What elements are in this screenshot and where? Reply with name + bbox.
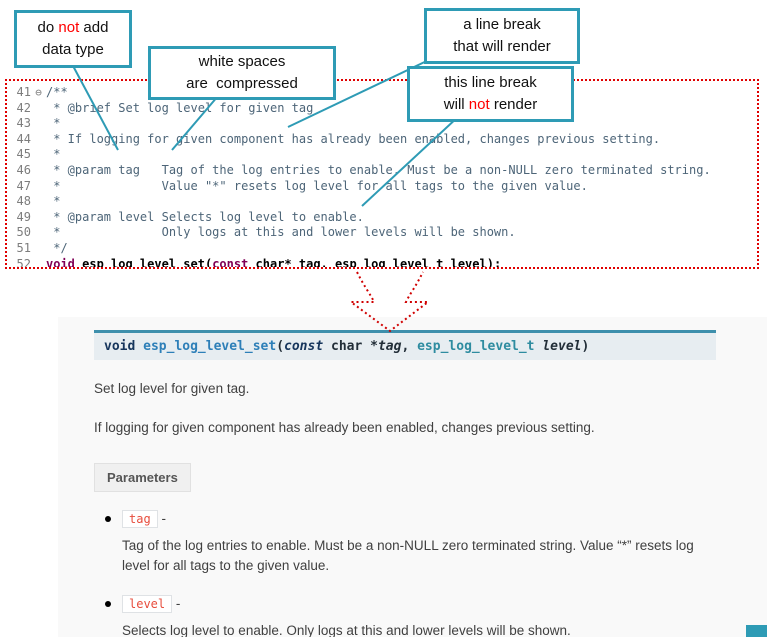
code-line: 45 *: [11, 147, 757, 163]
callout-line: data type: [42, 41, 104, 58]
line-number: 48: [16, 194, 31, 209]
fold-gutter: [31, 101, 46, 117]
code-line: 42 * @brief Set log level for given tag: [11, 101, 757, 117]
fold-gutter: [31, 210, 46, 226]
code-lines: 41⊖/**42 * @brief Set log level for give…: [11, 85, 757, 269]
code-line: 47 * Value "*" resets log level for all …: [11, 179, 757, 195]
line-number: 47: [16, 178, 31, 193]
line-number: 41: [16, 85, 31, 99]
parameter-list: tag - Tag of the log entries to enable. M…: [94, 509, 737, 637]
param-name-chip: level: [122, 595, 173, 614]
rendered-docs-panel: void esp_log_level_set(const char *tag, …: [58, 317, 767, 637]
bullet-dot: [105, 601, 111, 608]
corner-accent-bar: [746, 625, 767, 637]
parameter-item: level - Selects log level to enable. Only…: [105, 595, 737, 637]
function-signature: void esp_log_level_set(const char *tag, …: [94, 330, 716, 360]
brief-description: Set log level for given tag.: [94, 381, 250, 396]
line-number: 46: [16, 162, 31, 177]
callout-line: are compressed: [186, 75, 298, 92]
fold-gutter: [31, 116, 46, 132]
line-number: 44: [16, 131, 31, 146]
callout-white-spaces-compressed: white spaces are compressed: [148, 46, 336, 100]
code-line: 43 *: [11, 116, 757, 132]
code-line: 49 * @param level Selects log level to e…: [11, 210, 757, 226]
callout-line-break-will-not-render: this line break will not render: [407, 66, 574, 122]
callout-line-break-will-render: a line break that will render: [424, 8, 580, 64]
bullet-dot: [105, 515, 111, 522]
parameter-item: tag - Tag of the log entries to enable. M…: [105, 509, 737, 578]
callout-line: white spaces: [198, 53, 286, 71]
line-number: 51: [16, 240, 31, 255]
docs-content: void esp_log_level_set(const char *tag, …: [58, 317, 767, 637]
code-line: 50 * Only logs at this and lower levels …: [11, 225, 757, 241]
code-line: 51 */: [11, 241, 757, 257]
line-number: 50: [16, 225, 31, 240]
code-line: 41⊖/**: [11, 85, 757, 101]
fold-gutter: [31, 257, 46, 267]
fold-gutter: [31, 147, 46, 163]
parameters-heading: Parameters: [94, 462, 191, 492]
callout-line: do not add: [37, 19, 109, 37]
detailed-description: If logging for given component has alrea…: [94, 420, 595, 436]
line-number: 45: [16, 147, 31, 162]
param-dash: -: [172, 596, 181, 612]
fold-gutter: [31, 241, 46, 257]
param-description: Selects log level to enable. Only logs a…: [122, 623, 571, 637]
fold-gutter: [31, 163, 46, 179]
fold-gutter: [31, 194, 46, 210]
callout-line: that will render: [453, 38, 551, 55]
callout-line: this line break: [444, 74, 537, 92]
callout-line: a line break: [463, 16, 541, 34]
code-line: 48 *: [11, 194, 757, 210]
code-line: 46 * @param tag Tag of the log entries t…: [11, 163, 757, 179]
line-number: 42: [16, 100, 31, 115]
param-description: Tag of the log entries to enable. Must b…: [122, 537, 694, 574]
line-number: 49: [16, 209, 31, 224]
fold-gutter: [31, 132, 46, 148]
fold-gutter: [31, 225, 46, 241]
callout-line: will not render: [443, 96, 538, 113]
param-dash: -: [157, 510, 166, 526]
param-name-chip: tag: [122, 509, 158, 528]
line-number: 43: [16, 116, 31, 131]
line-number: 52: [16, 256, 31, 269]
fold-gutter: [31, 179, 46, 195]
callout-do-not-add-data-type: do not add data type: [14, 10, 132, 68]
fold-collapse-icon: ⊖: [35, 86, 42, 99]
source-code-block: 41⊖/**42 * @brief Set log level for give…: [5, 79, 759, 269]
code-line: 44 * If logging for given component has …: [11, 132, 757, 148]
